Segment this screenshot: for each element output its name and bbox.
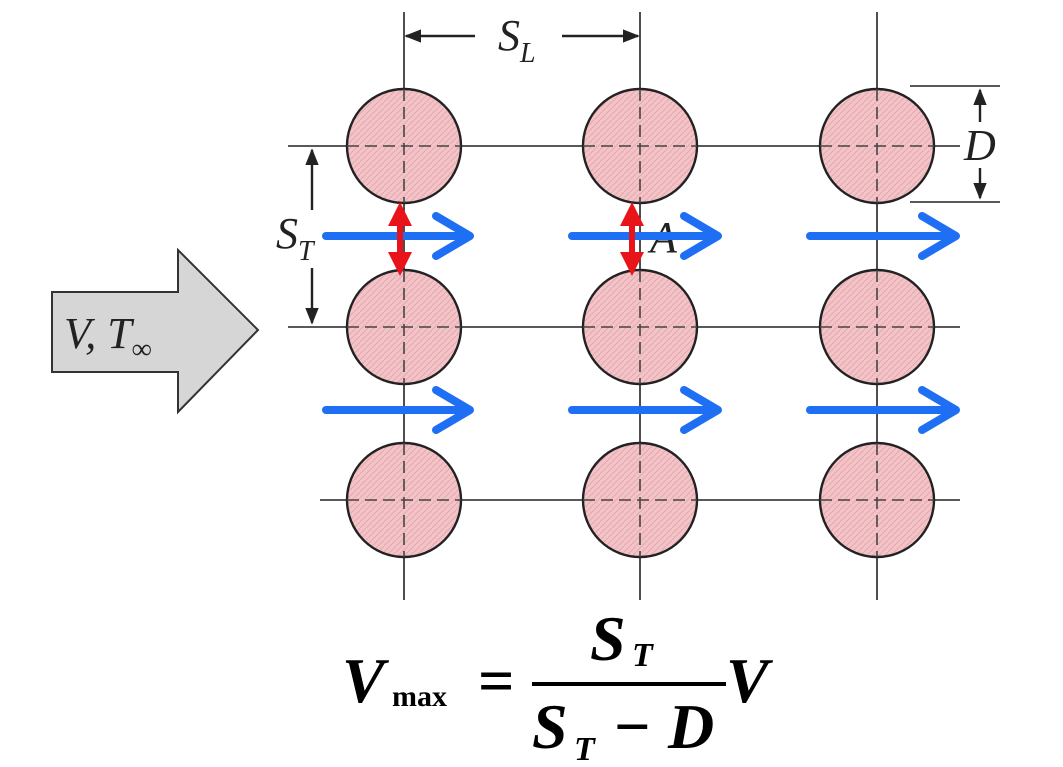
eq-equals: = bbox=[478, 645, 514, 716]
eq-lhs-sub: max bbox=[392, 680, 447, 713]
inlet-label: V, T∞ bbox=[64, 309, 152, 365]
flow-arrow bbox=[322, 386, 474, 434]
flow-arrow-head bbox=[432, 386, 474, 434]
gap-arrow bbox=[620, 202, 644, 276]
flow-arrow-head bbox=[680, 212, 722, 260]
tube bbox=[581, 268, 699, 386]
flow-arrows bbox=[322, 212, 960, 434]
gap-arrowhead-down bbox=[388, 252, 412, 276]
sl-label-s: S bbox=[498, 11, 520, 60]
flow-arrow-head bbox=[432, 212, 474, 260]
st-label-sub: T bbox=[298, 236, 316, 267]
tubes bbox=[345, 87, 936, 559]
sl-label: SL bbox=[498, 11, 536, 69]
inlet-flow-arrow: V, T∞ bbox=[51, 247, 260, 415]
tube bbox=[818, 87, 936, 205]
inlet-arrow-shape bbox=[51, 247, 260, 415]
flow-arrow-head bbox=[918, 386, 960, 434]
flow-arrow bbox=[322, 212, 474, 260]
gap-arrowhead-up bbox=[620, 202, 644, 226]
longitudinal-pitch-dimension: SL bbox=[404, 11, 640, 69]
flow-arrow bbox=[568, 386, 722, 434]
tube bbox=[345, 441, 463, 559]
inlet-temp-sub: ∞ bbox=[132, 334, 152, 365]
eq-rhs: V bbox=[726, 645, 774, 716]
eq-denominator-s: S bbox=[532, 691, 568, 762]
flow-arrow-head bbox=[918, 212, 960, 260]
st-label-s: S bbox=[276, 209, 298, 258]
tube bbox=[345, 87, 463, 205]
eq-minus: − bbox=[614, 691, 650, 762]
inlet-temp-label: T bbox=[107, 309, 135, 358]
tube bbox=[581, 441, 699, 559]
flow-arrow bbox=[806, 212, 960, 260]
gap-arrows bbox=[388, 202, 644, 276]
gap-arrowhead-up bbox=[388, 202, 412, 226]
eq-lhs: V bbox=[342, 645, 390, 716]
st-label: ST bbox=[276, 209, 316, 267]
eq-numerator-s: S bbox=[590, 603, 626, 674]
gap-arrowhead-down bbox=[620, 252, 644, 276]
vmax-equation: V max = S T S T − D V bbox=[342, 603, 774, 767]
sl-label-sub: L bbox=[519, 38, 536, 69]
gap-arrow bbox=[388, 202, 412, 276]
diameter-dimension: D bbox=[910, 85, 1000, 203]
tube bbox=[345, 268, 463, 386]
eq-denominator-sub: T bbox=[574, 731, 596, 767]
inlet-comma: , bbox=[85, 309, 107, 358]
tube bbox=[818, 441, 936, 559]
d-label: D bbox=[963, 121, 996, 170]
eq-numerator-sub: T bbox=[632, 637, 654, 674]
flow-arrow bbox=[568, 212, 722, 260]
tube bbox=[818, 268, 936, 386]
eq-denominator-d: D bbox=[667, 691, 714, 762]
tube bbox=[581, 87, 699, 205]
flow-arrow bbox=[806, 386, 960, 434]
transverse-pitch-dimension: ST bbox=[276, 148, 319, 325]
flow-arrow-head bbox=[680, 386, 722, 434]
